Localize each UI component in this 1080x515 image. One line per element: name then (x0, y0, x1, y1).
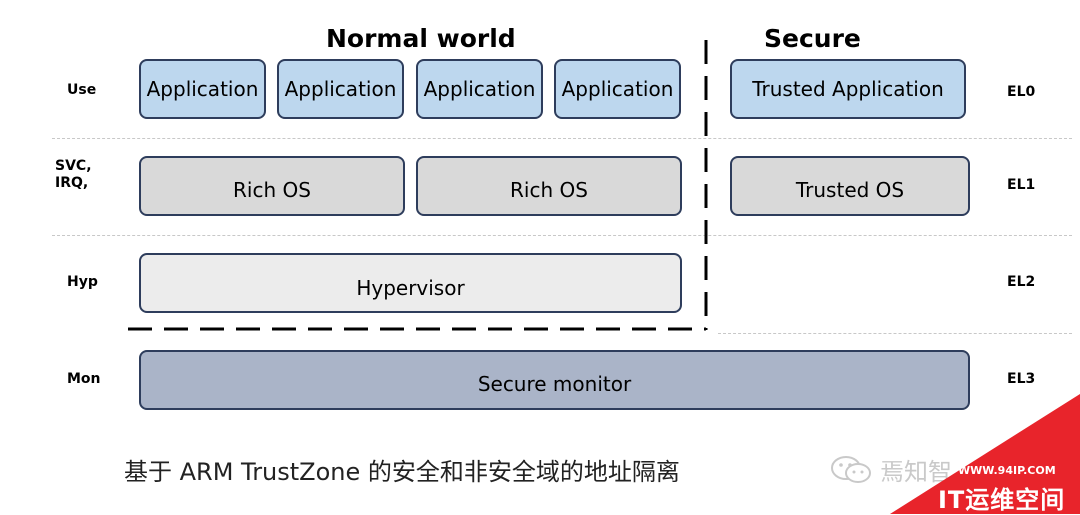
exception-level-el1: EL1 (1007, 177, 1036, 193)
wechat-icon (831, 455, 871, 483)
normal-application-box: Application (554, 59, 681, 119)
normal-application-box: Application (277, 59, 404, 119)
secure-world-heading: Secure (764, 24, 861, 53)
normal-world-heading: Normal world (326, 24, 516, 53)
normal-application-box: Application (416, 59, 543, 119)
normal-application-box: Application (139, 59, 266, 119)
rich-os-box: Rich OS (139, 156, 405, 216)
wechat-watermark-text: 焉知智 (880, 458, 952, 486)
level-label-svc-irq: SVC, IRQ, (55, 158, 92, 191)
secure-monitor-box: Secure monitor (139, 350, 970, 410)
corner-banner-url: WWW.94IP.COM (958, 464, 1056, 477)
exception-level-el2: EL2 (1007, 274, 1036, 290)
wechat-watermark: 焉知智 (830, 452, 952, 487)
row-separator-3 (718, 333, 1072, 334)
level-label-use: Use (67, 82, 97, 98)
corner-banner (890, 394, 1080, 514)
row-separator-2 (52, 235, 1072, 236)
trusted-os-box: Trusted OS (730, 156, 970, 216)
trusted-application-box: Trusted Application (730, 59, 966, 119)
hypervisor-box: Hypervisor (139, 253, 682, 313)
level-label-hyp: Hyp (67, 274, 98, 290)
level-label-mon: Mon (67, 371, 101, 387)
rich-os-box: Rich OS (416, 156, 682, 216)
row-separator-1 (52, 138, 1072, 139)
exception-level-el0: EL0 (1007, 84, 1036, 100)
corner-banner-name: IT运维空间 (938, 486, 1066, 514)
figure-caption: 基于 ARM TrustZone 的安全和非安全域的地址隔离 (124, 458, 680, 486)
exception-level-el3: EL3 (1007, 371, 1036, 387)
